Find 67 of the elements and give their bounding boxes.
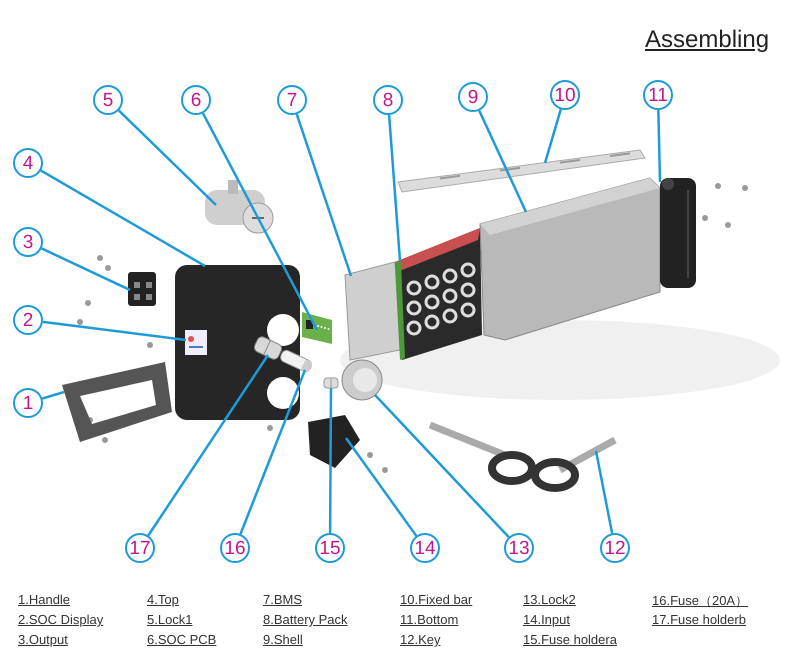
leader-line (41, 247, 131, 292)
leader-line (544, 109, 562, 164)
part-list-item: 9.Shell (263, 632, 303, 647)
leader-line (328, 388, 332, 533)
output-connector-drawing (128, 272, 156, 306)
part-list-item: 7.BMS (263, 592, 302, 607)
part-list-item: 11.Bottom (400, 612, 458, 627)
callout-number: 11 (643, 80, 673, 110)
fixed-bar-drawing (397, 149, 646, 193)
callout-number: 10 (550, 80, 580, 110)
part-list-item: 8.Battery Pack (263, 612, 348, 627)
part-list-item: 1.Handle (18, 592, 70, 607)
callout-number: 16 (220, 533, 250, 563)
part-list-item: 17.Fuse holderb (652, 612, 746, 627)
callout-number: 1 (13, 388, 43, 418)
part-list-item: 6.SOC PCB (147, 632, 216, 647)
input-connector-drawing (308, 415, 360, 468)
handle-drawing (62, 362, 172, 442)
title: Assembling (645, 26, 770, 54)
part-list-item: 14.Input (523, 612, 570, 627)
lock-drawing (342, 360, 382, 400)
battery-pack-drawing (395, 228, 482, 360)
leader-line (202, 112, 318, 331)
shell-drawing (479, 177, 660, 341)
leader-line (239, 370, 306, 534)
part-list-item: 15.Fuse holdera (523, 632, 617, 647)
part-list-item: 12.Key (400, 632, 440, 647)
top-housing-drawing (175, 265, 300, 420)
callout-number: 3 (13, 227, 43, 257)
callout-number: 14 (410, 533, 440, 563)
leader-line (296, 114, 352, 276)
callout-number: 7 (277, 85, 307, 115)
callout-number: 8 (373, 85, 403, 115)
leader-line (42, 390, 64, 400)
leader-line (40, 169, 206, 268)
lock-cylinder-drawing (205, 180, 274, 234)
callout-number: 13 (504, 533, 534, 563)
bms-plate-drawing (344, 261, 401, 361)
callout-number: 4 (13, 148, 43, 178)
fuse-holder-drawing (324, 378, 338, 388)
part-list-item: 5.Lock1 (147, 612, 193, 627)
callout-number: 15 (315, 533, 345, 563)
part-list-item: 3.Output (18, 632, 68, 647)
callout-number: 12 (600, 533, 630, 563)
leader-line (344, 437, 418, 537)
display-label-drawing (185, 330, 207, 355)
leader-line (388, 114, 402, 262)
leader-line (594, 450, 614, 534)
leader-line (118, 110, 217, 206)
circuit-board-drawing (302, 312, 332, 344)
part-list-item: 16.Fuse（20A） (652, 592, 748, 610)
part-list-item: 2.SOC Display (18, 612, 104, 627)
keys-drawing (428, 422, 617, 492)
part-list-item: 10.Fixed bar (400, 592, 472, 607)
part-list-item: 13.Lock2 (523, 592, 576, 607)
callout-number: 6 (181, 85, 211, 115)
part-list-item: 4.Top (147, 592, 179, 607)
callout-number: 9 (458, 82, 488, 112)
callout-number: 17 (125, 533, 155, 563)
leader-line (147, 354, 270, 536)
callout-number: 2 (13, 305, 43, 335)
callout-number: 5 (93, 85, 123, 115)
leader-line (478, 110, 528, 213)
leader-line (42, 320, 186, 342)
end-cap-drawing (660, 178, 696, 288)
leader-line (657, 110, 662, 182)
leader-line (374, 394, 510, 538)
